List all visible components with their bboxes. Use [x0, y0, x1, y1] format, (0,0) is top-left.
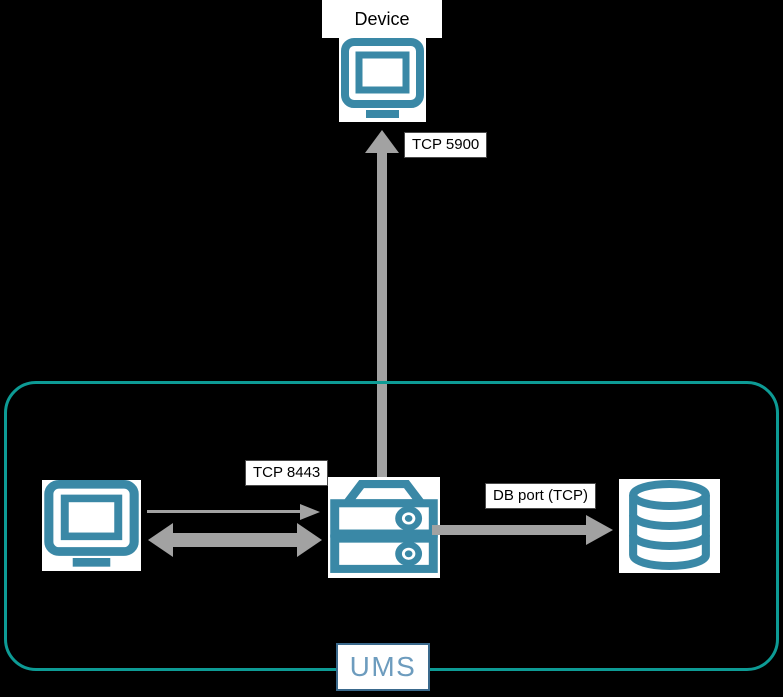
db-arrow-head [586, 515, 613, 545]
database-node [619, 479, 720, 573]
console-sync-arrow-right-head [297, 523, 322, 557]
console-sync-arrow-shaft [171, 533, 299, 547]
console-arrow-shaft [147, 510, 304, 513]
console-arrow-head [300, 504, 320, 520]
device-node [339, 38, 426, 122]
db-arrow-shaft [432, 525, 588, 535]
admin-console-node [42, 480, 141, 571]
monitor-icon [44, 480, 139, 567]
database-icon [629, 480, 710, 570]
ums-group-label: UMS [336, 643, 430, 691]
console-sync-arrow-left-head [148, 523, 173, 557]
db-port-label: DB port (TCP) [485, 483, 597, 509]
device-node-label: Device [322, 0, 442, 38]
console-port-label: TCP 8443 [245, 460, 329, 486]
ums-server-node [328, 477, 440, 578]
vnc-port-label: TCP 5900 [404, 132, 488, 158]
vnc-arrow-head [365, 130, 399, 153]
monitor-icon [341, 38, 424, 118]
vnc-arrow-shaft [377, 152, 387, 477]
server-icon [330, 480, 438, 573]
